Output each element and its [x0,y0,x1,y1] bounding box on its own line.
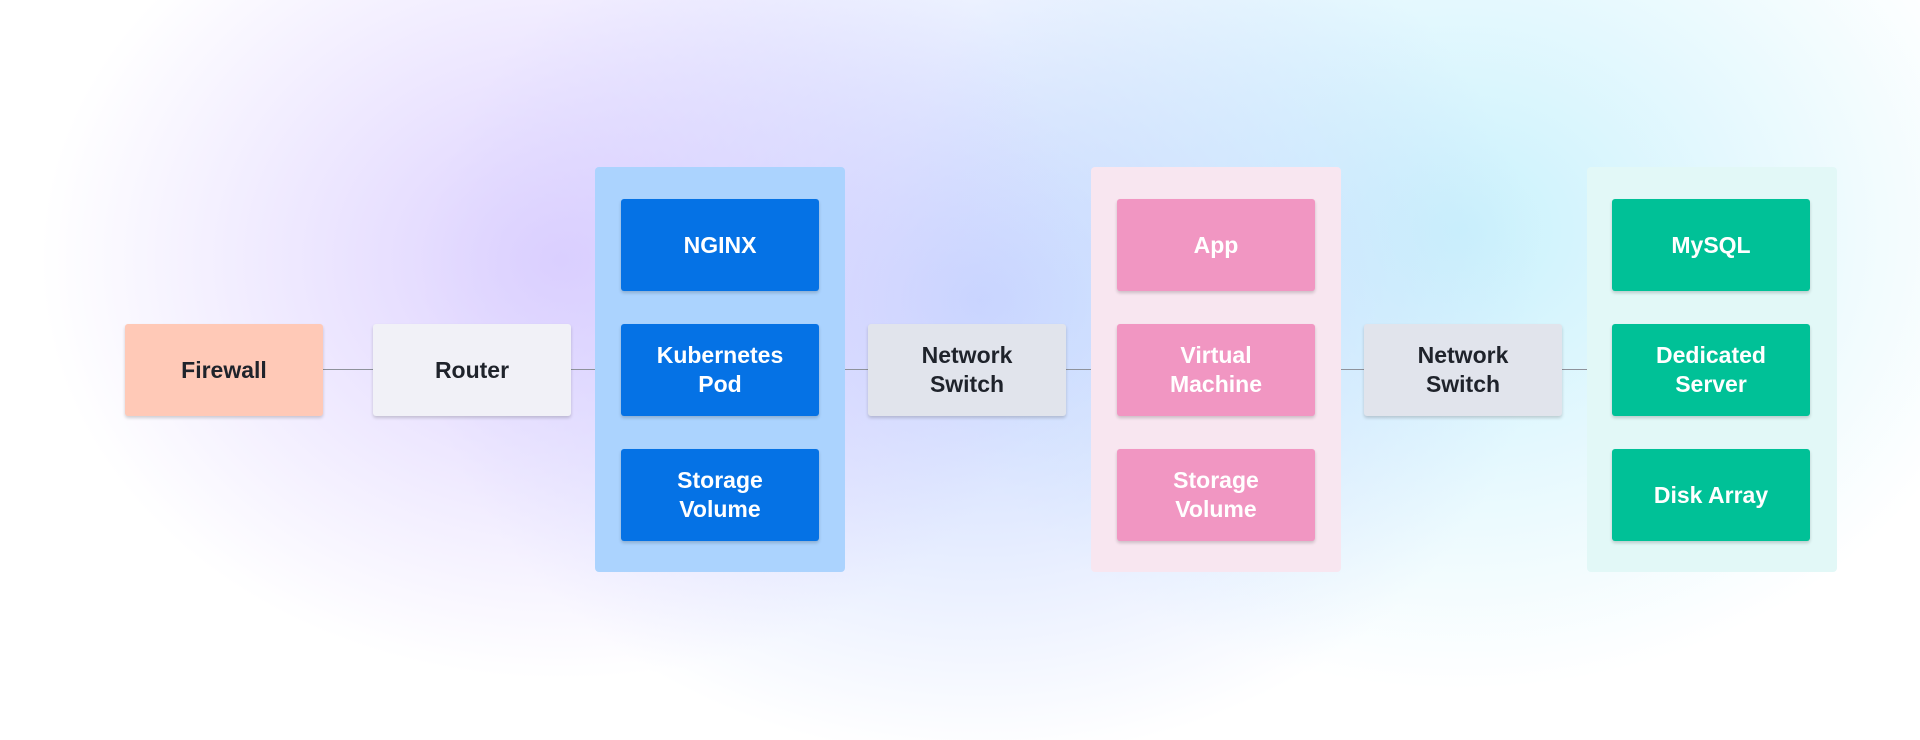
disk-array-label: Disk Array [1653,481,1769,508]
storage-volume-label-2: Storage Volume [1173,467,1259,522]
virtual-machine-label: Virtual Machine [1169,342,1263,397]
dedicated-server-label: Dedicated Server [1656,342,1766,397]
app-label: App [1193,231,1239,258]
kubernetes-pod-node: Kubernetes Pod [621,324,819,416]
connector-switch-pink-group [1066,369,1091,370]
nginx-node: NGINX [621,199,819,291]
storage-volume-node-1: Storage Volume [621,449,819,541]
connector-blue-group-switch [845,369,868,370]
network-switch-label-1: Network Switch [921,342,1013,397]
router-label: Router [434,356,510,383]
connector-router-blue-group [570,369,595,370]
router-node: Router [373,324,571,416]
storage-volume-node-2: Storage Volume [1117,449,1315,541]
mysql-label: MySQL [1671,231,1751,258]
firewall-node: Firewall [125,324,323,416]
virtual-machine-node: Virtual Machine [1117,324,1315,416]
mysql-node: MySQL [1612,199,1810,291]
connector-firewall-router [323,369,373,370]
dedicated-server-node: Dedicated Server [1612,324,1810,416]
kubernetes-pod-label: Kubernetes Pod [656,342,784,397]
firewall-label: Firewall [181,356,267,383]
connector-switch-green-group [1562,369,1587,370]
network-switch-node-2: Network Switch [1364,324,1562,416]
network-switch-label-2: Network Switch [1417,342,1509,397]
connector-pink-group-switch [1341,369,1364,370]
storage-volume-label-1: Storage Volume [677,467,763,522]
nginx-label: NGINX [683,231,757,258]
app-node: App [1117,199,1315,291]
network-switch-node-1: Network Switch [868,324,1066,416]
disk-array-node: Disk Array [1612,449,1810,541]
